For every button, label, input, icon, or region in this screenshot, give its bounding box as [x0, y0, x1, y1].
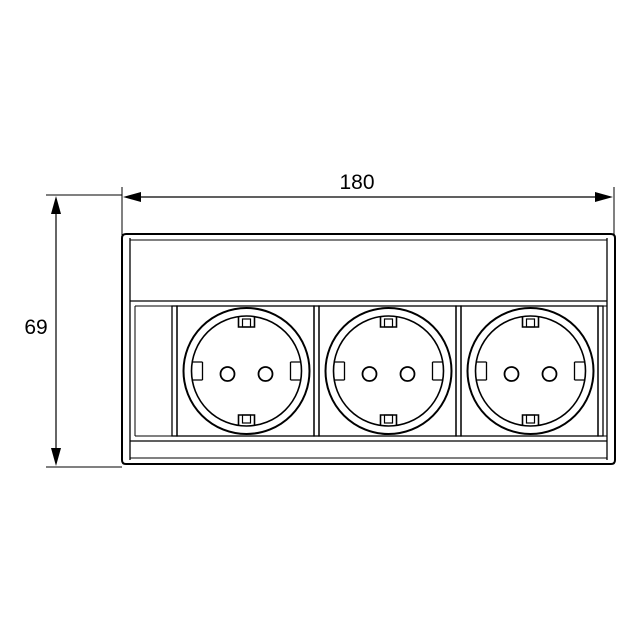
- sockets-group: [176, 305, 604, 437]
- earth-clip-top: [521, 316, 540, 328]
- earth-clip-bottom: [521, 414, 540, 426]
- width-arrow-left: [123, 192, 141, 202]
- earth-clip-bottom-inner: [383, 414, 394, 424]
- pin-hole-right: [541, 366, 558, 382]
- earth-clip-top-inner: [525, 318, 536, 328]
- socket-right-guide: [289, 361, 302, 381]
- height-dimension: 69: [24, 194, 122, 468]
- width-dimension: 180: [121, 171, 615, 235]
- socket-left-guide: [333, 361, 346, 381]
- earth-clip-top: [237, 316, 256, 328]
- height-arrow-bottom: [51, 448, 61, 466]
- height-label: 69: [24, 316, 47, 339]
- width-arrow-right: [595, 192, 613, 202]
- earth-clip-top-inner: [383, 318, 394, 328]
- socket-1: [176, 305, 320, 437]
- socket-divider: [313, 305, 320, 437]
- earth-clip-top: [379, 316, 398, 328]
- socket-outer-ring: [324, 307, 453, 435]
- socket-divider: [597, 305, 604, 437]
- socket-frame: [318, 305, 457, 437]
- earth-clip-bottom-inner: [241, 414, 252, 424]
- earth-clip-bottom: [237, 414, 256, 426]
- panel-divider-left: [171, 305, 178, 437]
- earth-clip-bottom-inner: [525, 414, 536, 424]
- socket-inner-ring: [474, 315, 587, 427]
- socket-2: [318, 305, 462, 437]
- housing-outline: [121, 233, 616, 465]
- socket-right-guide: [431, 361, 444, 381]
- socket-inner-ring: [332, 315, 445, 427]
- socket-3: [460, 305, 604, 437]
- socket-inner-ring: [190, 315, 303, 427]
- pin-hole-left: [361, 366, 378, 382]
- height-arrow-top: [51, 196, 61, 214]
- socket-right-guide: [573, 361, 586, 381]
- earth-clip-top-inner: [241, 318, 252, 328]
- width-label: 180: [339, 171, 374, 194]
- earth-clip-bottom: [379, 414, 398, 426]
- pin-hole-left: [219, 366, 236, 382]
- socket-outer-ring: [466, 307, 595, 435]
- socket-frame: [176, 305, 315, 437]
- socket-left-guide: [191, 361, 204, 381]
- socket-left-guide: [475, 361, 488, 381]
- pin-hole-right: [399, 366, 416, 382]
- socket-frame: [460, 305, 599, 437]
- pin-hole-left: [503, 366, 520, 382]
- socket-divider: [455, 305, 462, 437]
- socket-outer-ring: [182, 307, 311, 435]
- pin-hole-right: [257, 366, 274, 382]
